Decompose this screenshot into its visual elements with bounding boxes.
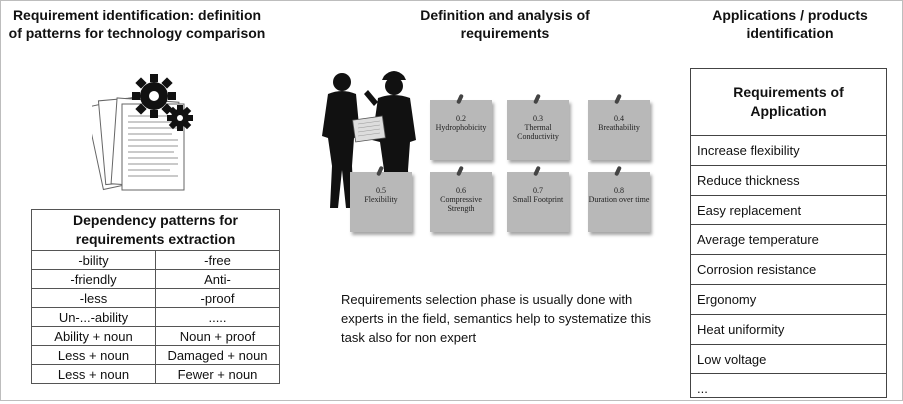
right-column-title: Applications / products identification — [712, 7, 868, 41]
experts-silhouette-illustration — [322, 71, 416, 208]
table-cell: Fewer + noun — [155, 364, 280, 384]
table-row: -bility-free — [31, 250, 280, 270]
table-cell: Noun + proof — [155, 326, 280, 346]
table-cell: -free — [155, 250, 280, 270]
table-cell: Un-...-ability — [31, 307, 156, 327]
left-column-title: Requirement identification: definition o… — [8, 7, 266, 41]
list-item: Average temperature — [691, 225, 886, 256]
middle-column-title: Definition and analysis of requirements — [420, 7, 590, 41]
table-cell: Anti- — [155, 269, 280, 289]
documents-gears-illustration — [92, 74, 193, 191]
application-table-header: Requirements of Application — [691, 69, 886, 136]
dependency-patterns-table: Dependency patterns for requirements ext… — [31, 209, 280, 384]
list-item: Reduce thickness — [691, 166, 886, 196]
table-cell: Damaged + noun — [155, 345, 280, 365]
table-cell: -less — [31, 288, 156, 308]
selection-phase-description: Requirements selection phase is usually … — [341, 292, 651, 345]
list-item: Ergonomy — [691, 285, 886, 315]
list-item: Corrosion resistance — [691, 255, 886, 285]
table-cell: -bility — [31, 250, 156, 270]
list-item: Increase flexibility — [691, 136, 886, 166]
list-item: ... — [697, 381, 708, 397]
requirements-of-application-table: Requirements of Application Increase fle… — [690, 68, 887, 398]
list-item: Low voltage — [691, 345, 886, 375]
table-cell: Ability + noun — [31, 326, 156, 346]
dependency-table-header: Dependency patterns for requirements ext… — [31, 209, 280, 251]
table-row: Un-...-ability..... — [31, 307, 280, 327]
table-cell: Less + noun — [31, 345, 156, 365]
table-row: -less-proof — [31, 288, 280, 308]
list-item: Heat uniformity — [691, 315, 886, 345]
table-cell: ..... — [155, 307, 280, 327]
small-gear-icon — [167, 105, 193, 131]
list-item: Easy replacement — [691, 196, 886, 226]
table-cell: -friendly — [31, 269, 156, 289]
table-cell: Less + noun — [31, 364, 156, 384]
table-cell: -proof — [155, 288, 280, 308]
